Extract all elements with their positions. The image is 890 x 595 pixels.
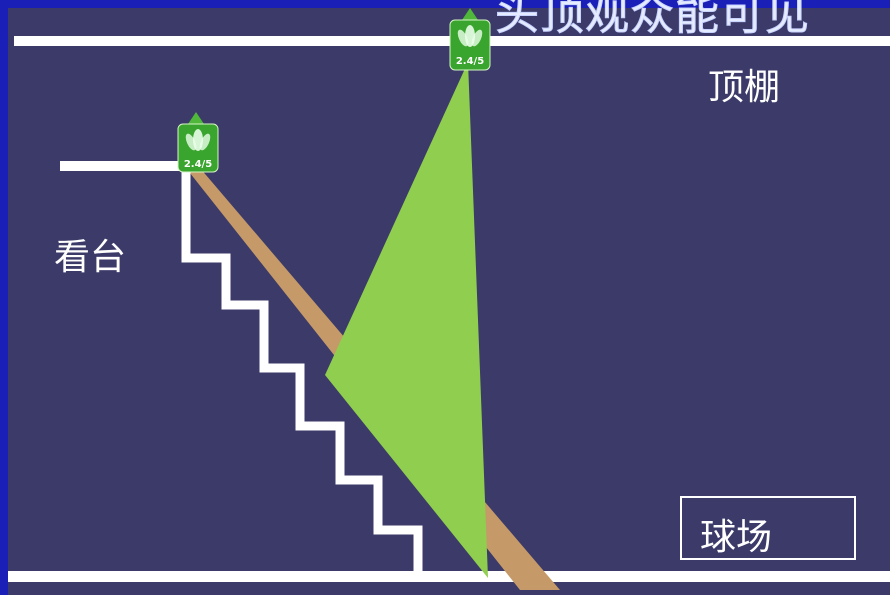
ceiling-label: 顶棚 bbox=[708, 67, 781, 108]
ceiling-speaker-badge: 2.4/5 bbox=[449, 8, 491, 71]
court-label-box: 球场 bbox=[680, 496, 856, 560]
stand-stairs bbox=[181, 168, 423, 574]
speaker-leaf-icon bbox=[457, 25, 483, 47]
stand-speaker-badge: 2.4/5 bbox=[177, 112, 219, 173]
speaker-leaf-icon bbox=[185, 129, 211, 151]
stand-ledge bbox=[60, 161, 190, 171]
ceiling-speaker-rating: 2.4/5 bbox=[456, 56, 484, 67]
floor-line bbox=[8, 571, 890, 582]
court-label: 球场 bbox=[700, 517, 773, 558]
stand-label: 看台 bbox=[54, 237, 127, 278]
slide-title: 头顶观众能可见 bbox=[495, 0, 810, 41]
stand-speaker-rating: 2.4/5 bbox=[184, 159, 212, 170]
ceiling-speaker-coverage bbox=[325, 62, 488, 578]
